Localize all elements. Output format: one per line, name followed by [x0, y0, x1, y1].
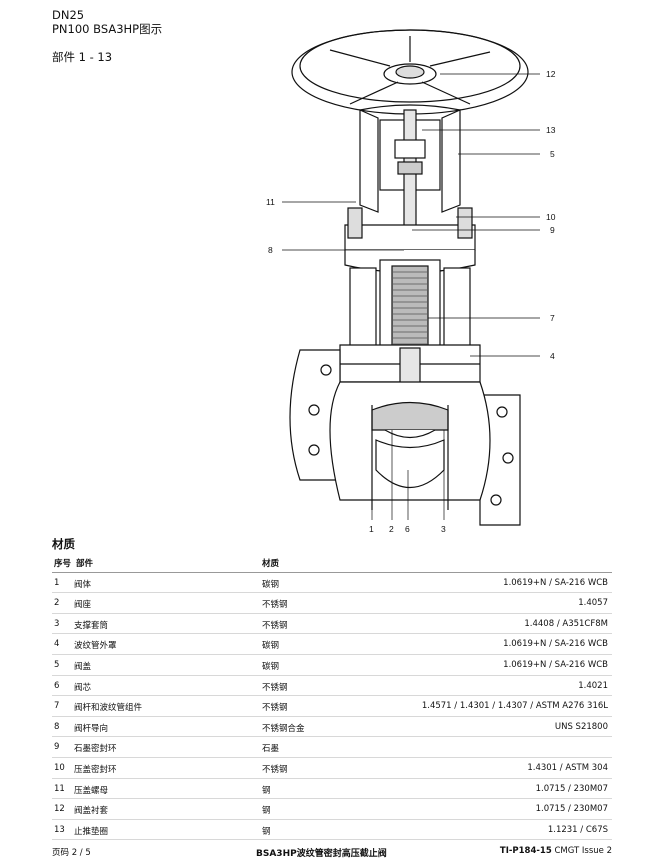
- callout-8: 8: [268, 245, 273, 255]
- row-number: 8: [54, 721, 60, 732]
- row-standard: 1.0715 / 230M07: [535, 783, 608, 794]
- footer-title: BSA3HP波纹管密封高压截止阀: [256, 849, 387, 859]
- table-row: 12 阀盖衬套 钢 1.0715 / 230M07: [52, 799, 612, 820]
- row-number: 12: [54, 804, 65, 815]
- row-material: 不锈钢合金: [262, 723, 305, 734]
- table-row: 9 石墨密封环 石墨: [52, 737, 612, 758]
- row-standard: 1.4571 / 1.4301 / 1.4307 / ASTM A276 316…: [421, 701, 608, 712]
- document-header: DN25 PN100 BSA3HP图示 部件 1 - 13: [52, 8, 162, 64]
- row-standard: 1.0619+N / SA-216 WCB: [503, 639, 608, 650]
- table-row: 5 阀盖 碳钢 1.0619+N / SA-216 WCB: [52, 655, 612, 676]
- row-standard: 1.0619+N / SA-216 WCB: [503, 659, 608, 670]
- row-part: 阀盖: [74, 661, 92, 672]
- callout-12: 12: [546, 69, 556, 79]
- parts-range: 部件 1 - 13: [52, 50, 113, 64]
- header-no: 序号: [54, 559, 72, 569]
- callout-1: 1: [369, 524, 374, 534]
- callout-3: 3: [441, 524, 446, 534]
- table-row: 1 阀体 碳钢 1.0619+N / SA-216 WCB: [52, 573, 612, 594]
- row-standard: 1.4057: [578, 598, 608, 609]
- row-standard: UNS S21800: [554, 721, 608, 732]
- page-footer: 页码 2 / 5 BSA3HP波纹管密封高压截止阀 TI-P184-15 CMG…: [52, 846, 612, 860]
- row-part: 阀杆导向: [74, 723, 109, 734]
- row-material: 石墨: [262, 744, 280, 755]
- row-standard: 1.4301 / ASTM 304: [527, 762, 608, 773]
- doc-id: TI-P184-15: [499, 846, 552, 856]
- table-header-row: 序号 部件 材质: [52, 552, 612, 573]
- row-part: 阀杆和波纹管组件: [74, 703, 143, 714]
- table-row: 6 阀芯 不锈钢 1.4021: [52, 676, 612, 697]
- table-row: 10 压盖密封环 不锈钢 1.4301 / ASTM 304: [52, 758, 612, 779]
- row-part: 石墨密封环: [74, 744, 117, 755]
- row-number: 6: [54, 680, 60, 691]
- table-row: 2 阀座 不锈钢 1.4057: [52, 593, 612, 614]
- row-part: 波纹管外罩: [74, 641, 117, 652]
- valve-cross-section-drawing: 12 13 5 11 10 9 8 7 4 1 2 6 3: [266, 29, 556, 534]
- table-row: 13 止推垫圈 钢 1.1231 / C67S: [52, 820, 612, 841]
- row-number: 9: [54, 742, 60, 753]
- row-standard: 1.4021: [578, 680, 608, 691]
- row-material: 钢: [262, 826, 271, 837]
- row-number: 1: [54, 577, 60, 588]
- callout-13: 13: [546, 125, 556, 135]
- row-number: 2: [54, 598, 60, 609]
- callout-4: 4: [550, 351, 555, 361]
- row-standard: 1.4408 / A351CF8M: [524, 618, 608, 629]
- row-standard: 1.0715 / 230M07: [535, 804, 608, 815]
- row-part: 阀盖衬套: [74, 806, 109, 817]
- row-number: 11: [54, 783, 65, 794]
- row-material: 碳钢: [262, 661, 280, 672]
- page-number: 页码 2 / 5: [52, 848, 91, 858]
- callout-11: 11: [266, 197, 275, 207]
- row-part: 阀座: [74, 600, 92, 611]
- row-material: 不锈钢: [262, 703, 288, 714]
- row-material: 不锈钢: [262, 600, 288, 611]
- callout-5: 5: [550, 149, 555, 159]
- row-number: 4: [54, 639, 60, 650]
- row-part: 支撑套筒: [74, 620, 109, 631]
- materials-title: 材质: [52, 537, 75, 551]
- table-row: 8 阀杆导向 不锈钢合金 UNS S21800: [52, 717, 612, 738]
- header-material: 材质: [262, 559, 280, 569]
- row-standard: 1.1231 / C67S: [547, 824, 608, 835]
- row-part: 止推垫圈: [74, 826, 109, 837]
- callout-6: 6: [405, 524, 410, 534]
- row-number: 5: [54, 659, 60, 670]
- table-row: 4 波纹管外罩 碳钢 1.0619+N / SA-216 WCB: [52, 634, 612, 655]
- doc-reference: TI-P184-15 CMGT Issue 2: [500, 846, 612, 856]
- row-number: 13: [54, 824, 65, 835]
- table-row: 3 支撑套筒 不锈钢 1.4408 / A351CF8M: [52, 614, 612, 635]
- doc-issue: CMGT Issue 2: [554, 846, 612, 856]
- row-number: 7: [54, 701, 60, 712]
- row-material: 钢: [262, 785, 271, 796]
- row-part: 压盖密封环: [74, 764, 117, 775]
- header-part: 部件: [76, 559, 94, 569]
- row-material: 不锈钢: [262, 764, 288, 775]
- row-part: 阀体: [74, 579, 92, 590]
- callout-7: 7: [550, 313, 555, 323]
- row-material: 碳钢: [262, 579, 280, 590]
- callout-2: 2: [389, 524, 394, 534]
- drawing-title: PN100 BSA3HP图示: [52, 22, 163, 36]
- row-material: 不锈钢: [262, 620, 288, 631]
- row-material: 不锈钢: [262, 682, 288, 693]
- row-number: 3: [54, 618, 60, 629]
- callout-10: 10: [546, 212, 556, 222]
- row-material: 钢: [262, 806, 271, 817]
- row-part: 阀芯: [74, 682, 92, 693]
- row-part: 压盖螺母: [74, 785, 109, 796]
- callout-9: 9: [550, 225, 555, 235]
- table-row: 11 压盖螺母 钢 1.0715 / 230M07: [52, 779, 612, 800]
- row-number: 10: [54, 762, 65, 773]
- table-row: 7 阀杆和波纹管组件 不锈钢 1.4571 / 1.4301 / 1.4307 / A…: [52, 696, 612, 717]
- size-label: DN25: [52, 8, 85, 22]
- row-material: 碳钢: [262, 641, 280, 652]
- row-standard: 1.0619+N / SA-216 WCB: [503, 577, 608, 588]
